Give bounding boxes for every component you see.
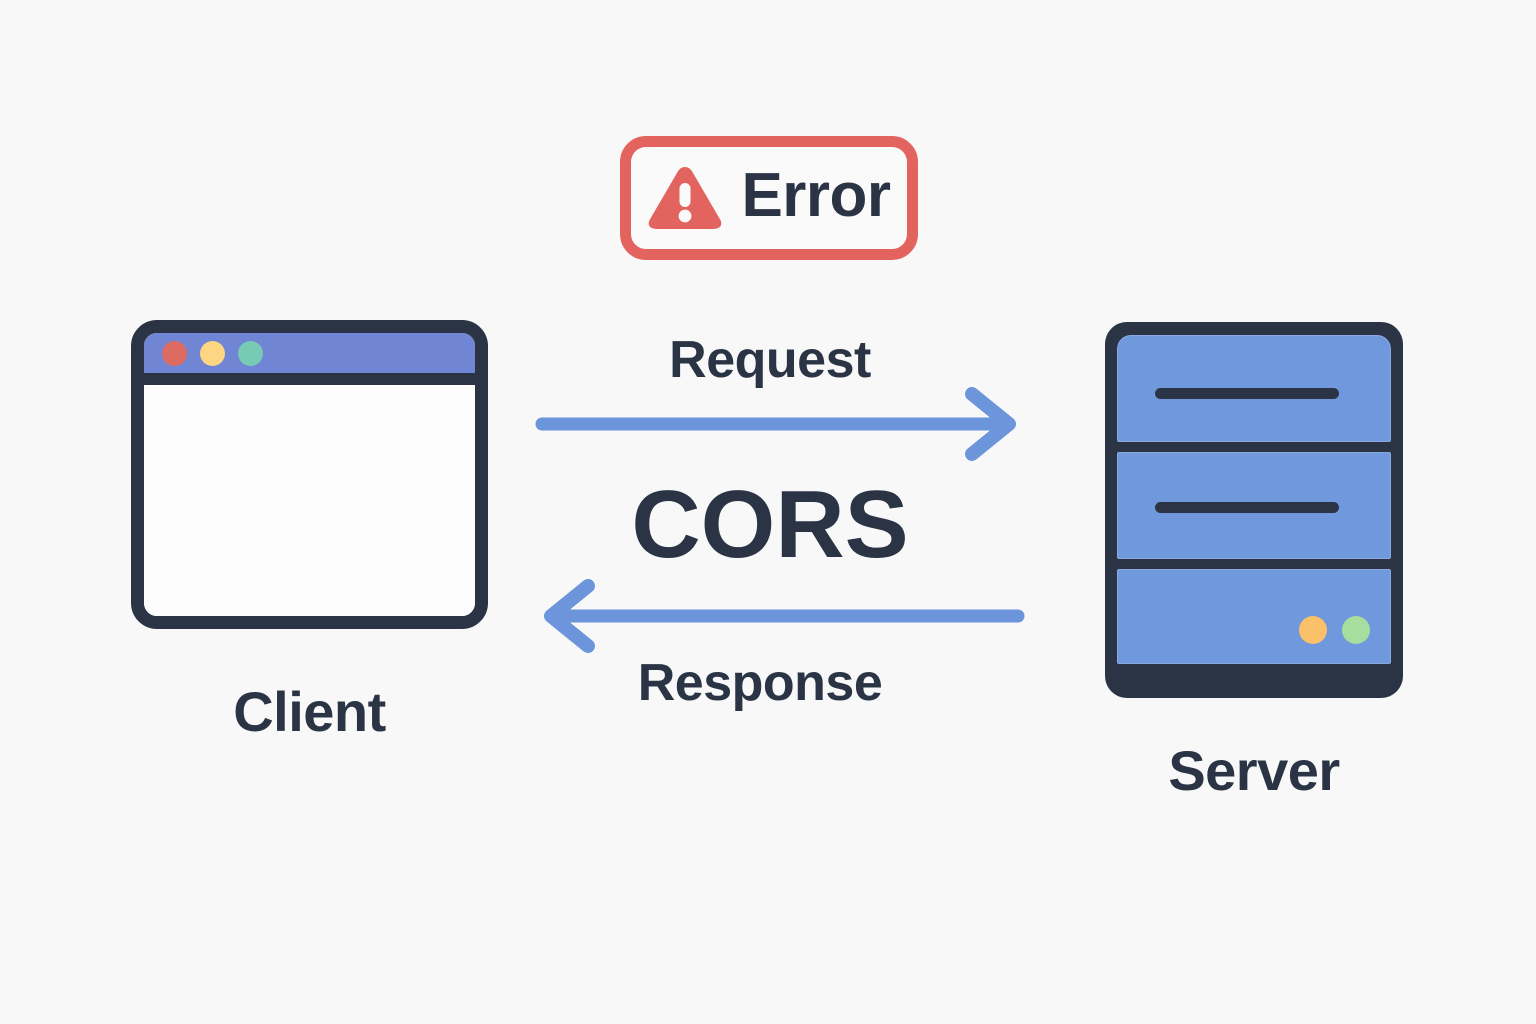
error-badge-label: Error (741, 161, 891, 230)
response-arrow (544, 579, 1025, 653)
server-bay-3 (1117, 569, 1391, 664)
request-arrow (535, 387, 1016, 461)
server-rack-icon (1105, 322, 1403, 698)
client-node (131, 320, 488, 629)
server-node (1105, 322, 1403, 698)
maximize-dot-icon (238, 340, 263, 366)
server-slot-line-2 (1155, 502, 1339, 513)
warning-triangle-icon (649, 167, 722, 229)
request-label: Request (669, 331, 871, 389)
browser-window-icon (131, 320, 488, 629)
minimize-dot-icon (200, 340, 225, 366)
cors-label: CORS (631, 471, 909, 578)
server-bay-2 (1117, 452, 1391, 559)
response-label: Response (637, 654, 883, 712)
server-status-dots (1299, 616, 1370, 644)
server-bay-1 (1117, 335, 1391, 442)
status-dot-ok-icon (1342, 616, 1370, 644)
server-slot-line-1 (1155, 388, 1339, 399)
arrows-layer (535, 387, 1025, 653)
browser-titlebar (144, 333, 475, 385)
close-dot-icon (162, 340, 187, 366)
browser-viewport (144, 385, 475, 616)
error-badge: Error (620, 136, 918, 260)
client-label: Client (233, 680, 386, 743)
status-dot-warning-icon (1299, 616, 1327, 644)
server-label: Server (1168, 739, 1340, 802)
